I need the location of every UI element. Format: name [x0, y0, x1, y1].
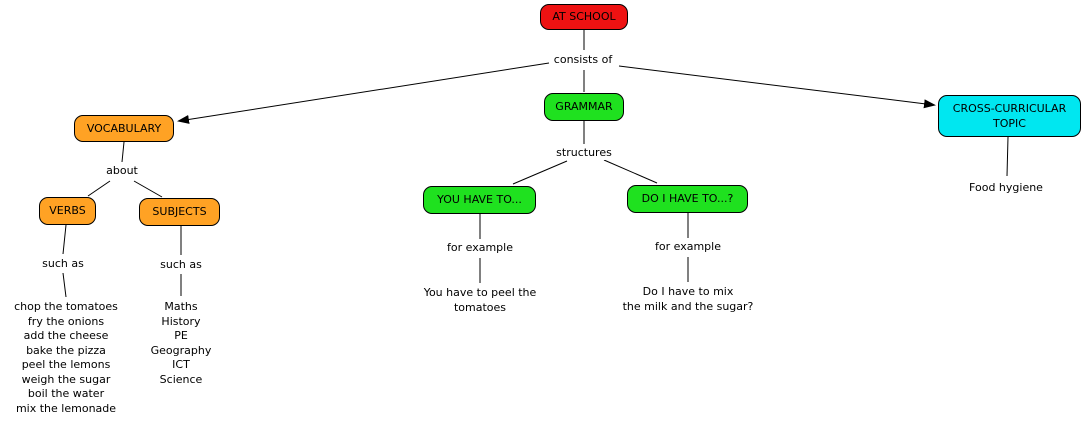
node-you-have-to[interactable]: YOU HAVE TO... — [423, 186, 536, 214]
link-label-consists-of: consists of — [551, 53, 615, 67]
food-hygiene-text: Food hygiene — [969, 181, 1043, 194]
link-label-about: about — [104, 164, 140, 178]
link-label-structures: structures — [554, 146, 614, 160]
subjects-examples-list: Maths History PE Geography ICT Science — [150, 300, 212, 386]
node-verbs[interactable]: VERBS — [39, 197, 96, 225]
node-vocabulary[interactable]: VOCABULARY — [74, 115, 174, 142]
node-subjects[interactable]: SUBJECTS — [139, 198, 220, 226]
link-label-for-example-right: for example — [653, 240, 723, 254]
link-label-such-as-subjects: such as — [158, 258, 204, 272]
node-do-i-have-to[interactable]: DO I HAVE TO...? — [627, 185, 748, 213]
link-label-for-example-left: for example — [445, 241, 515, 255]
node-grammar[interactable]: GRAMMAR — [544, 93, 624, 121]
node-at-school[interactable]: AT SCHOOL — [540, 4, 628, 30]
you-have-to-example-text: You have to peel the tomatoes — [423, 286, 537, 314]
link-label-such-as-verbs: such as — [40, 257, 86, 271]
node-cross-curricular-topic[interactable]: CROSS-CURRICULAR TOPIC — [938, 95, 1081, 137]
verbs-examples-list: chop the tomatoes fry the onions add the… — [14, 300, 118, 415]
do-i-have-to-example-text: Do I have to mix the milk and the sugar? — [622, 285, 754, 313]
